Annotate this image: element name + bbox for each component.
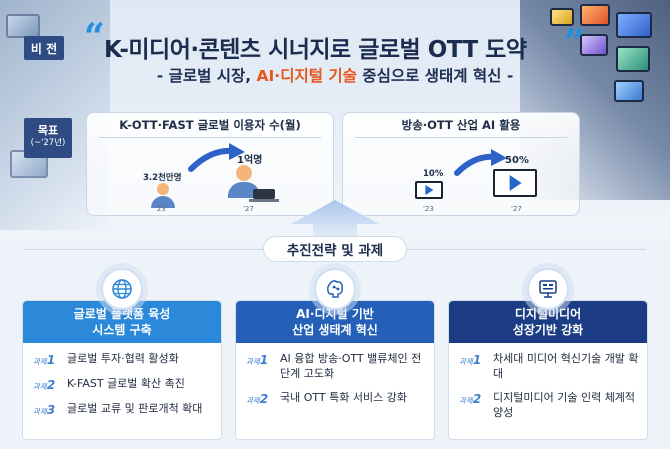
users-from-year: '23 [155,205,166,213]
task-tag: 과제1 [459,353,482,367]
goal-badge: 목표 (~'27년) [24,118,72,158]
large-video-monitor-icon [493,169,537,197]
goal-card-title: K-OTT·FAST 글로벌 이용자 수(월) [119,118,301,132]
strategy-title-line2: 시스템 구축 [92,323,152,337]
list-item: 과제2 국내 OTT 특화 서비스 강화 [246,390,426,406]
users-to-year: '27 [243,205,254,213]
screen-tile-decoration [580,34,608,56]
ai-from-year: '23 [423,205,434,213]
quote-open-mark: “ [84,16,105,58]
task-tag: 과제3 [33,403,56,417]
list-item: 과제2 디지털미디어 기술 인력 체계적 양성 [459,390,639,420]
task-list: 과제1 차세대 미디어 혁신기술 개발 확대 과제2 디지털미디어 기술 인력 … [459,351,639,429]
screen-tile-decoration [616,12,652,38]
task-text: K-FAST 글로벌 확산 촉진 [67,377,185,390]
strategy-card-global-platform: 글로벌 플랫폼 육성 시스템 구축 과제1 글로벌 투자·협력 활성화 과제2 … [22,300,222,440]
growth-arrow-icon [454,149,507,176]
divider [99,137,321,138]
digital-media-icon [527,268,569,310]
divider [355,137,567,138]
goal-label: 목표 [37,124,59,137]
users-to-value: 1억명 [237,155,263,166]
strategy-title-line2: 산업 생태계 혁신 [292,323,378,337]
list-item: 과제1 차세대 미디어 혁신기술 개발 확대 [459,351,639,381]
task-list: 과제1 글로벌 투자·협력 활성화 과제2 K-FAST 글로벌 확산 촉진 과… [33,351,213,426]
task-tag: 과제2 [33,378,56,392]
strategy-card-digital-media: 디지털미디어 성장기반 강화 과제1 차세대 미디어 혁신기술 개발 확대 과제… [448,300,648,440]
up-arrow-icon [291,200,379,240]
users-from-value: 3.2천만명 [143,173,182,183]
strategy-card-ai-digital: AI·디지털 기반 산업 생태계 혁신 과제1 AI 융합 방송·OTT 밸류체… [235,300,435,440]
laptop-base-decoration [249,199,279,202]
screen-tile-decoration [614,80,644,102]
ai-to-year: '27 [511,205,522,213]
screen-tile-decoration [580,4,610,26]
task-text: 글로벌 교류 및 판로개척 확대 [67,402,203,415]
quote-close-mark: ” [564,22,585,64]
small-video-monitor-icon [415,181,443,199]
list-item: 과제2 K-FAST 글로벌 확산 촉진 [33,376,213,392]
ai-from-value: 10% [423,169,444,179]
vision-subtitle: - 글로벌 시장, AI·디지털 기술 중심으로 생태계 혁신 - [0,64,670,86]
list-item: 과제1 글로벌 투자·협력 활성화 [33,351,213,367]
ai-brain-icon [314,268,356,310]
vision-title: K-미디어·콘텐츠 시너지로 글로벌 OTT 도약 [104,37,527,63]
goal-period: (~'27년) [30,138,66,149]
strategy-title-line1: 글로벌 플랫폼 육성 [73,307,171,321]
goal-card-title: 방송·OTT 산업 AI 활용 [401,118,521,132]
task-tag: 과제2 [459,392,482,406]
strategy-title-line2: 성장기반 강화 [512,323,584,337]
goal-card-users: K-OTT·FAST 글로벌 이용자 수(월) 3.2천만명 '23 1억명 '… [86,112,334,216]
strategy-title-line1: 디지털미디어 [514,307,582,321]
subtitle-prefix: - 글로벌 시장, [156,67,257,85]
laptop-icon [253,189,275,199]
globe-icon [101,268,143,310]
strategy-title: 추진전략 및 과제 [263,236,407,262]
task-tag: 과제1 [33,353,56,367]
task-text: 국내 OTT 특화 서비스 강화 [280,391,407,404]
growth-arrow-icon [188,143,245,172]
task-text: 글로벌 투자·협력 활성화 [67,352,179,365]
screen-tile-decoration [6,14,40,38]
goal-card-ai-adoption: 방송·OTT 산업 AI 활용 10% '23 50% '27 [342,112,580,216]
task-tag: 과제1 [246,353,269,367]
list-item: 과제1 AI 융합 방송·OTT 밸류체인 전단계 고도화 [246,351,426,381]
subtitle-suffix: 중심으로 생태계 혁신 - [356,67,514,85]
strategy-title-line1: AI·디지털 기반 [296,307,374,321]
subtitle-accent: AI·디지털 기술 [256,67,357,85]
task-text: 디지털미디어 기술 인력 체계적 양성 [493,391,636,419]
list-item: 과제3 글로벌 교류 및 판로개척 확대 [33,401,213,417]
task-text: AI 융합 방송·OTT 밸류체인 전단계 고도화 [280,352,422,380]
screen-tile-decoration [616,46,650,72]
ai-to-value: 50% [505,155,529,166]
task-tag: 과제2 [246,392,269,406]
task-text: 차세대 미디어 혁신기술 개발 확대 [493,352,639,380]
vision-badge: 비 전 [24,36,64,60]
screen-tile-decoration [550,8,574,26]
task-list: 과제1 AI 융합 방송·OTT 밸류체인 전단계 고도화 과제2 국내 OTT… [246,351,426,415]
